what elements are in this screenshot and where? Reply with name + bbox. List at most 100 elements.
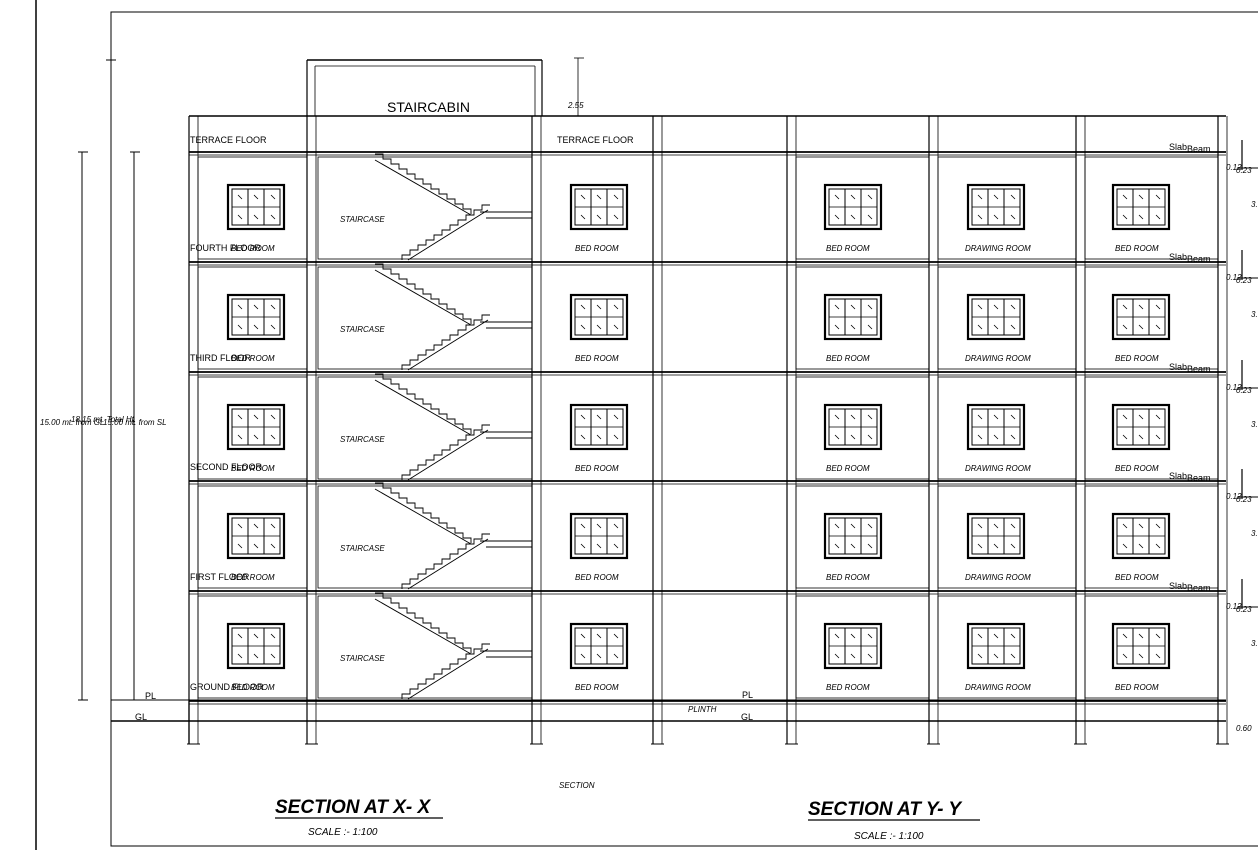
window-icon [966, 622, 1026, 670]
window-icon [569, 293, 629, 341]
slab-label: Slab [1169, 362, 1187, 372]
window-icon [823, 622, 883, 670]
total-height-dim: 18.15 mt. Total Ht. [71, 415, 136, 424]
beam-dim: 0.23 [1236, 276, 1252, 285]
window-icon [966, 512, 1026, 560]
window-mark [580, 414, 586, 420]
window-mark [1138, 434, 1144, 440]
window-mark [613, 304, 619, 310]
window-mark [580, 304, 586, 310]
stair-stringer [374, 598, 472, 655]
window-mark [270, 633, 276, 639]
room-label: BED ROOM [575, 464, 619, 473]
room-label: BED ROOM [231, 683, 275, 692]
room-outline [1084, 266, 1219, 370]
plinth-dim: 0.60 [1236, 724, 1252, 733]
window-mark [993, 523, 999, 529]
section-label: SECTION [559, 781, 595, 790]
room-outline [937, 376, 1077, 480]
room-label: BED ROOM [575, 683, 619, 692]
terrace-floor-label-x: TERRACE FLOOR [190, 135, 267, 145]
room-label: BED ROOM [1115, 683, 1159, 692]
window-mark [270, 543, 276, 549]
window-mark [977, 304, 983, 310]
window-mark [1138, 214, 1144, 220]
window-mark [613, 633, 619, 639]
window-mark [834, 543, 840, 549]
floor-label-1: FIRST FLOOR [190, 572, 250, 582]
window-icon [1111, 403, 1171, 451]
room-outline [1084, 376, 1219, 480]
window-mark [1122, 324, 1128, 330]
window-mark [270, 214, 276, 220]
window-mark [613, 194, 619, 200]
window-mark [850, 543, 856, 549]
window-mark [580, 434, 586, 440]
window-icon [569, 512, 629, 560]
cabin-height-dim: 2.55 [567, 101, 584, 110]
window-icon [226, 403, 286, 451]
stair-room-outline [317, 595, 533, 699]
window-mark [596, 523, 602, 529]
window-mark [253, 214, 259, 220]
stair-room-outline [317, 485, 533, 589]
window-mark [850, 434, 856, 440]
window-mark [850, 324, 856, 330]
window-mark [867, 214, 873, 220]
staircase-label: STAIRCASE [340, 215, 385, 224]
window-mark [580, 523, 586, 529]
window-mark [237, 523, 243, 529]
floor-dim: 3. [1251, 420, 1258, 429]
window-mark [993, 214, 999, 220]
window-mark [977, 414, 983, 420]
floor-dim: 3. [1251, 200, 1258, 209]
window-mark [253, 434, 259, 440]
window-mark [580, 543, 586, 549]
stair-flight [401, 533, 490, 589]
window-mark [1155, 304, 1161, 310]
window-icon [226, 293, 286, 341]
beam-label: Beam [1187, 473, 1211, 483]
room-outline [197, 485, 308, 589]
room-outline [795, 595, 930, 699]
gl-label-mid: GL [741, 712, 753, 722]
window-mark [1010, 653, 1016, 659]
window-mark [1010, 304, 1016, 310]
room-label: BED ROOM [231, 244, 275, 253]
window-icon [1111, 183, 1171, 231]
window-mark [253, 194, 259, 200]
slab-label: Slab [1169, 252, 1187, 262]
room-outline [795, 485, 930, 589]
room-label: DRAWING ROOM [965, 573, 1031, 582]
window-mark [977, 324, 983, 330]
window-mark [850, 214, 856, 220]
floor-dim: 3. [1251, 529, 1258, 538]
window-mark [1138, 194, 1144, 200]
beam-dim: 0.23 [1236, 605, 1252, 614]
room-label: BED ROOM [575, 573, 619, 582]
window-mark [1138, 653, 1144, 659]
window-icon [1111, 293, 1171, 341]
window-mark [1155, 653, 1161, 659]
pl-label-left: PL [145, 691, 156, 701]
from-gl-dim: 15.00 mt. from GL [40, 418, 104, 427]
window-icon [823, 512, 883, 560]
window-icon [1111, 512, 1171, 560]
room-outline [795, 376, 930, 480]
window-mark [1155, 194, 1161, 200]
floor-label-3: THIRD FLOOR [190, 353, 252, 363]
room-label: BED ROOM [826, 683, 870, 692]
window-mark [1010, 214, 1016, 220]
window-mark [867, 324, 873, 330]
stair-room-outline [317, 376, 533, 480]
window-mark [270, 324, 276, 330]
stair-stringer [407, 538, 489, 590]
window-mark [580, 194, 586, 200]
window-mark [596, 324, 602, 330]
room-outline [795, 266, 930, 370]
beam-label: Beam [1187, 254, 1211, 264]
window-icon [966, 293, 1026, 341]
window-mark [253, 543, 259, 549]
window-mark [1155, 434, 1161, 440]
